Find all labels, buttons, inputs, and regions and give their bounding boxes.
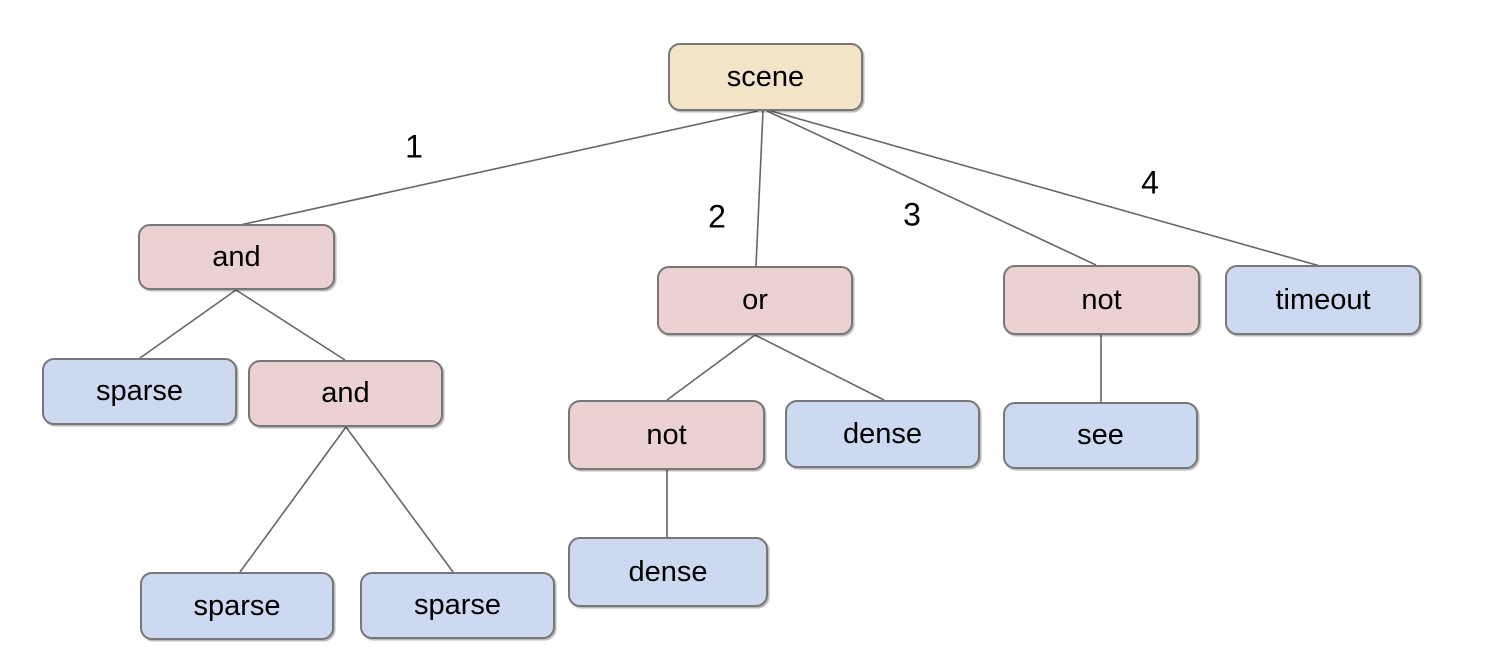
node-not-1-label: not (1081, 283, 1122, 316)
edge-scene-and (239, 110, 759, 226)
node-timeout-label: timeout (1275, 283, 1371, 316)
node-dense-2[interactable]: dense (568, 537, 768, 607)
node-dense-1[interactable]: dense (785, 400, 980, 468)
node-dense-2-label: dense (628, 555, 708, 588)
edge-scene-not (766, 110, 1097, 266)
node-scene[interactable]: scene (668, 43, 863, 111)
node-not-2[interactable]: not (568, 400, 765, 470)
edge-or-dense (754, 334, 885, 401)
node-and-1[interactable]: and (138, 224, 335, 290)
node-or-1-label: or (742, 284, 768, 316)
edge-scene-timeout (770, 110, 1321, 267)
node-see-label: see (1077, 419, 1124, 451)
node-timeout[interactable]: timeout (1225, 265, 1421, 335)
node-sparse-1-label: sparse (95, 375, 184, 407)
node-scene-label: scene (726, 60, 805, 93)
node-not-1[interactable]: not (1003, 265, 1200, 335)
edge-and2-sparse3 (345, 426, 454, 573)
node-or-1[interactable]: or (657, 266, 853, 335)
node-sparse-2[interactable]: sparse (140, 572, 334, 640)
edge-label-2: 2 (708, 198, 726, 235)
node-sparse-2-label: sparse (193, 589, 281, 622)
node-and-2[interactable]: and (248, 360, 443, 427)
node-sparse-3-label: sparse (413, 589, 502, 621)
node-sparse-1[interactable]: sparse (42, 358, 237, 425)
edge-label-1: 1 (405, 128, 423, 165)
edge-label-3: 3 (903, 196, 921, 233)
edge-label-4: 4 (1141, 164, 1159, 201)
node-not-2-label: not (646, 418, 687, 451)
edge-and-sparse (139, 289, 237, 359)
node-sparse-3[interactable]: sparse (360, 572, 555, 639)
node-see[interactable]: see (1003, 402, 1198, 469)
edge-or-not (666, 334, 756, 401)
edge-and2-sparse2 (239, 426, 347, 573)
node-and-1-label: and (212, 240, 261, 273)
node-dense-1-label: dense (842, 417, 922, 450)
edge-and-and (235, 289, 346, 361)
edge-scene-or (755, 110, 764, 267)
node-and-2-label: and (321, 377, 370, 409)
